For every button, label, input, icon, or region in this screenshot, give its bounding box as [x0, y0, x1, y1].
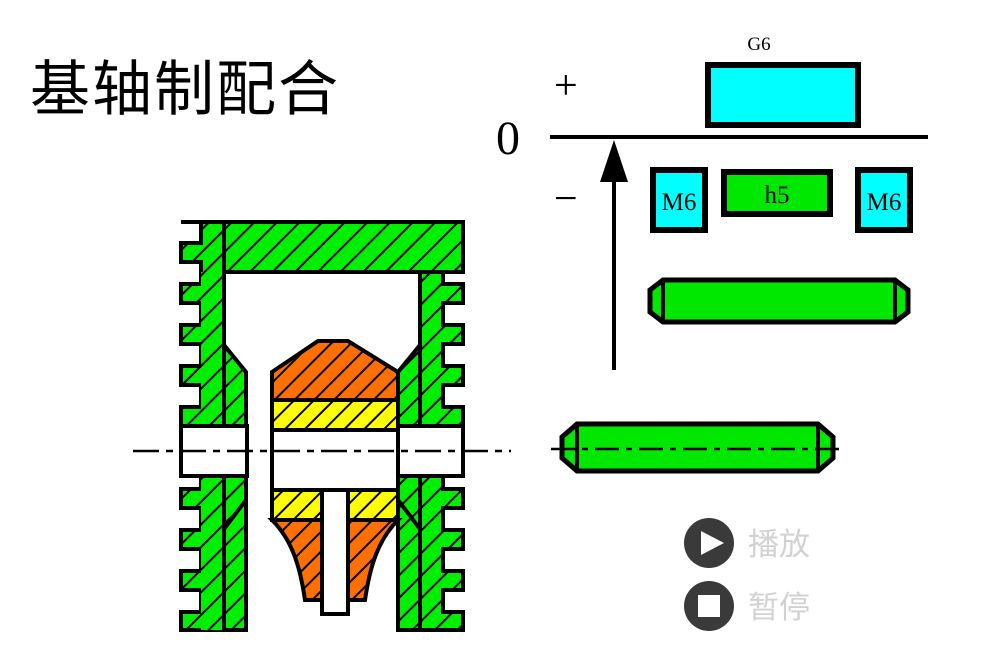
- up-arrow-icon: [600, 140, 628, 370]
- valve-lower-collar-left: [270, 488, 324, 522]
- tolerance-zone-M6-right-label: M6: [867, 189, 902, 216]
- play-button[interactable]: 播放: [684, 518, 810, 568]
- valve-lower-skirt-right: [346, 518, 403, 602]
- zero-label: 0: [496, 112, 520, 165]
- play-button-label: 播放: [748, 527, 810, 562]
- lower-shaft: [551, 421, 846, 474]
- tolerance-zone-h5: h5: [721, 169, 833, 217]
- play-icon: [701, 531, 724, 555]
- valve-center-bore: [270, 428, 400, 492]
- stop-icon: [698, 595, 720, 617]
- pause-button-label: 暂停: [748, 590, 810, 625]
- cross-section-drawing: [133, 220, 511, 632]
- tolerance-zone-G6: G6: [705, 34, 861, 128]
- tolerance-zone-G6-label: G6: [747, 34, 770, 55]
- upper-shaft: [647, 277, 911, 325]
- plus-sign: +: [554, 63, 578, 109]
- tolerance-zone-h5-label: h5: [765, 182, 790, 209]
- valve-lower-collar-right: [346, 488, 400, 522]
- tolerance-zone-M6-left-label: M6: [662, 189, 697, 216]
- valve-center-stem: [320, 488, 350, 616]
- minus-sign: −: [554, 176, 578, 222]
- housing-top-beam: [181, 220, 465, 274]
- tolerance-zone-diagram: + 0 − G6 M6 h5 M6: [496, 34, 928, 370]
- valve-lower-skirt-left: [267, 518, 324, 602]
- valve-upper-collar: [270, 398, 400, 432]
- pause-button[interactable]: 暂停: [684, 581, 810, 631]
- tolerance-zone-M6-left: M6: [650, 167, 708, 233]
- page-title: 基轴制配合: [30, 57, 340, 123]
- tolerance-zone-M6-right: M6: [855, 167, 913, 233]
